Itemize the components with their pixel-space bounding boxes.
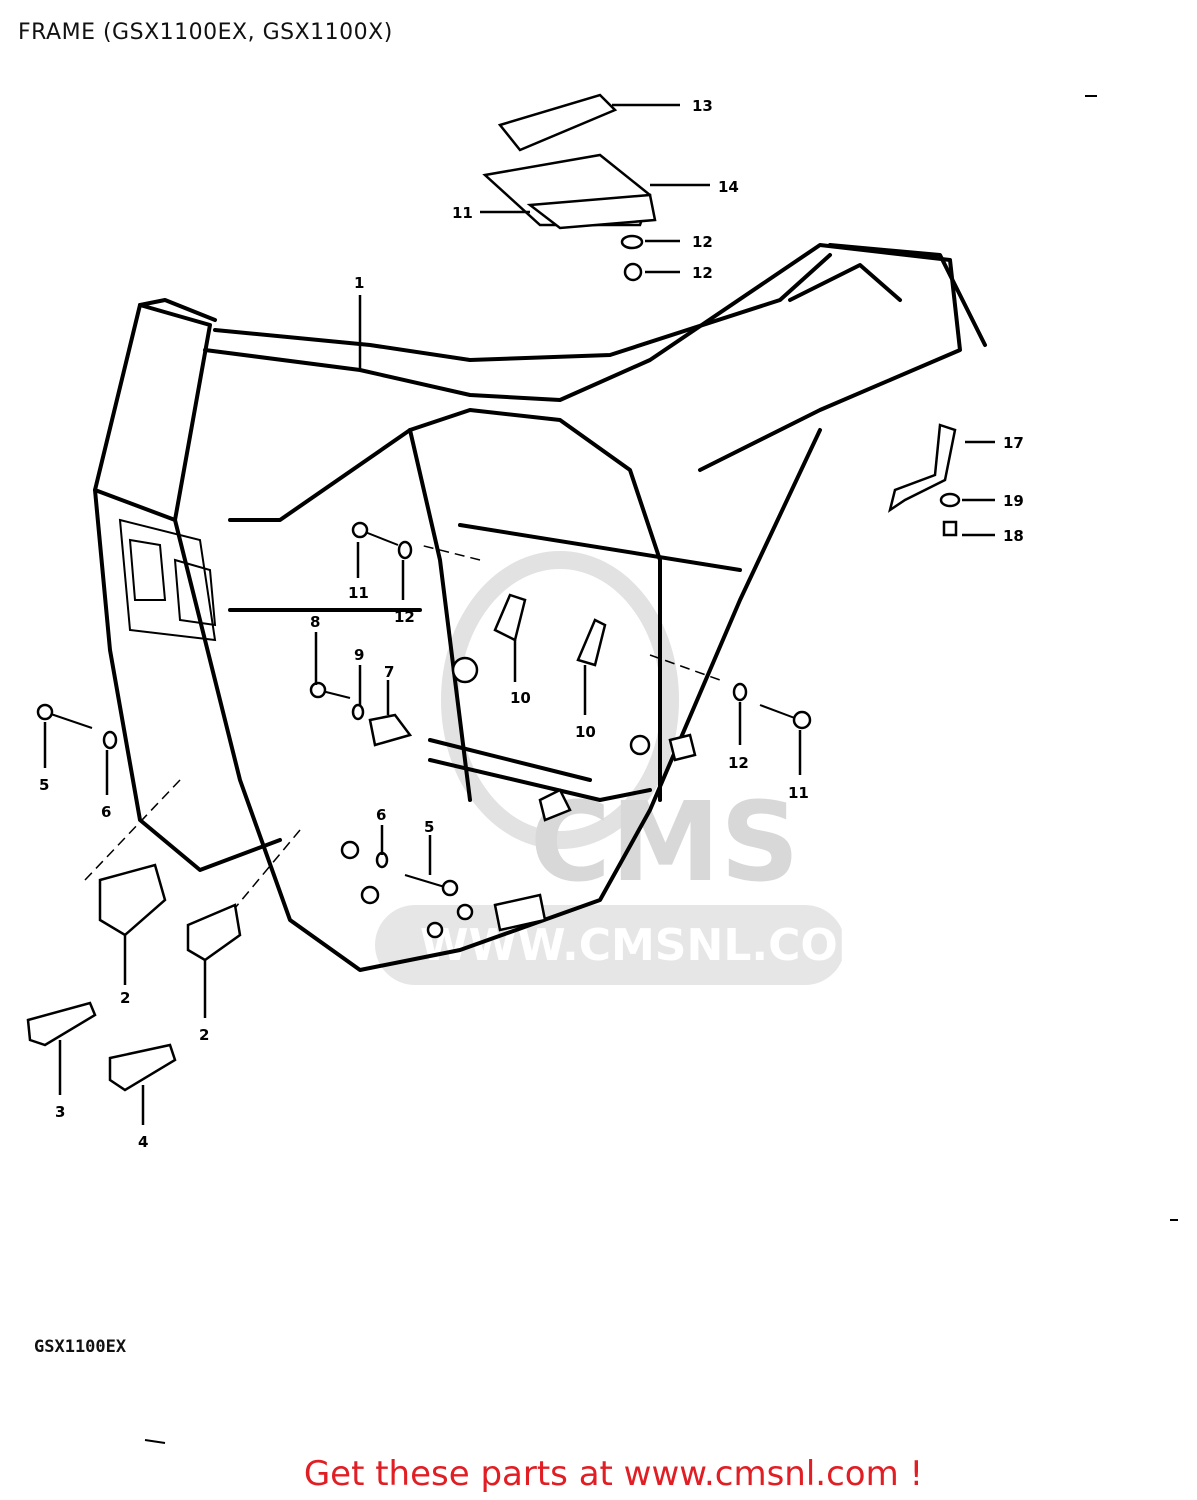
promo-text: Get these parts at www.cmsnl.com ! xyxy=(303,1454,924,1494)
callout-1: 1 xyxy=(354,274,364,292)
callout-9: 9 xyxy=(354,646,364,664)
callout-19: 13 xyxy=(692,97,713,115)
engine-mount-plates xyxy=(26,863,242,1092)
callout-13: 17 xyxy=(1003,434,1024,452)
part-4-bracket xyxy=(108,1043,177,1092)
callout-16: 11 xyxy=(452,204,473,222)
main-frame xyxy=(84,243,987,972)
callout-20: 14 xyxy=(718,178,739,196)
diagram-title: FRAME (GSX1100EX, GSX1100X) xyxy=(18,20,393,45)
callout-3: 3 xyxy=(55,1103,65,1121)
battery-holder-parts xyxy=(482,93,657,282)
part-19-strap xyxy=(497,93,618,152)
part-17-washer xyxy=(620,234,644,250)
part-3-bracket xyxy=(26,1001,97,1047)
model-label: GSX1100EX xyxy=(34,1337,127,1357)
leader-lines xyxy=(43,103,995,1125)
part-18-nut xyxy=(623,262,643,282)
promo-link[interactable]: Get these parts at www.cmsnl.com ! xyxy=(0,1454,1197,1494)
part-16-plate xyxy=(526,193,657,230)
callout-12-lower: 12 xyxy=(728,754,749,772)
callout-7: 7 xyxy=(384,663,394,681)
callout-2-right: 2 xyxy=(199,1026,209,1044)
part-2-plate-b xyxy=(186,903,242,962)
cmsnl-watermark: CMS WWW.CMSNL.COM xyxy=(375,551,882,985)
callout-11-lower: 11 xyxy=(788,784,809,802)
callout-8: 8 xyxy=(310,613,320,631)
callout-10-left: 10 xyxy=(510,689,531,707)
watermark-url-text: WWW.CMSNL.COM xyxy=(420,920,882,971)
callout-14: 18 xyxy=(1003,527,1024,545)
callout-15: 19 xyxy=(1003,492,1024,510)
callout-10-right: 10 xyxy=(575,723,596,741)
callout-5-left: 5 xyxy=(39,776,49,794)
callout-numbers: 13 14 11 12 12 1 17 19 18 11 12 8 9 7 10… xyxy=(39,97,1024,1151)
part-2-plate-a xyxy=(98,863,167,937)
callout-11-upper: 11 xyxy=(348,584,369,602)
bracket-13-group xyxy=(888,423,961,537)
callout-4: 4 xyxy=(138,1133,148,1151)
fasteners xyxy=(36,521,812,897)
callout-5-center: 5 xyxy=(424,818,434,836)
callout-2-left: 2 xyxy=(120,989,130,1007)
watermark-logo-text: CMS xyxy=(530,778,799,906)
callout-6-center: 6 xyxy=(376,806,386,824)
callout-17: 12 xyxy=(692,233,713,251)
callout-18: 12 xyxy=(692,264,713,282)
callout-12-upper: 12 xyxy=(394,608,415,626)
callout-6-left: 6 xyxy=(101,803,111,821)
